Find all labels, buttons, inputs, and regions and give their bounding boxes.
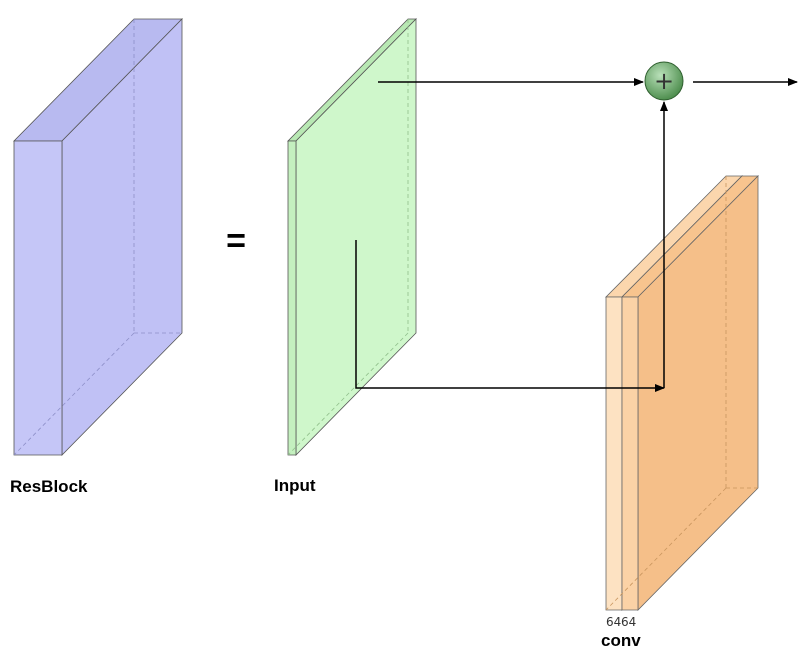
conv-block: [605, 175, 759, 611]
conv-slab-2-front: [621, 296, 639, 611]
input-side-face: [295, 18, 417, 456]
input-hidden-edges: [287, 19, 409, 456]
resblock-label: ResBlock: [10, 477, 88, 496]
sum-node: +: [644, 61, 684, 101]
conv-slab-2: [621, 175, 759, 611]
input-slab: [287, 18, 417, 456]
equals-sign: =: [226, 222, 246, 260]
conv-label: conv: [601, 631, 641, 650]
resblock-front-face: [13, 140, 63, 456]
conv-slab-2-side: [637, 175, 759, 611]
input-front-face: [287, 140, 297, 456]
resblock-hidden-edges: [13, 19, 182, 456]
input-to-conv-arrow: [355, 240, 665, 392]
circled-plus-icon: [644, 61, 684, 101]
input-label: Input: [274, 476, 316, 495]
conv-channel-label-1: 64: [606, 615, 621, 629]
resblock-box: [13, 18, 183, 456]
sum-symbol: +: [654, 67, 674, 95]
connections: [355, 78, 798, 392]
conv-hidden-edges: [605, 176, 758, 611]
conv-slab-1-front: [605, 296, 623, 611]
conv-channel-label-2: 64: [621, 615, 636, 629]
